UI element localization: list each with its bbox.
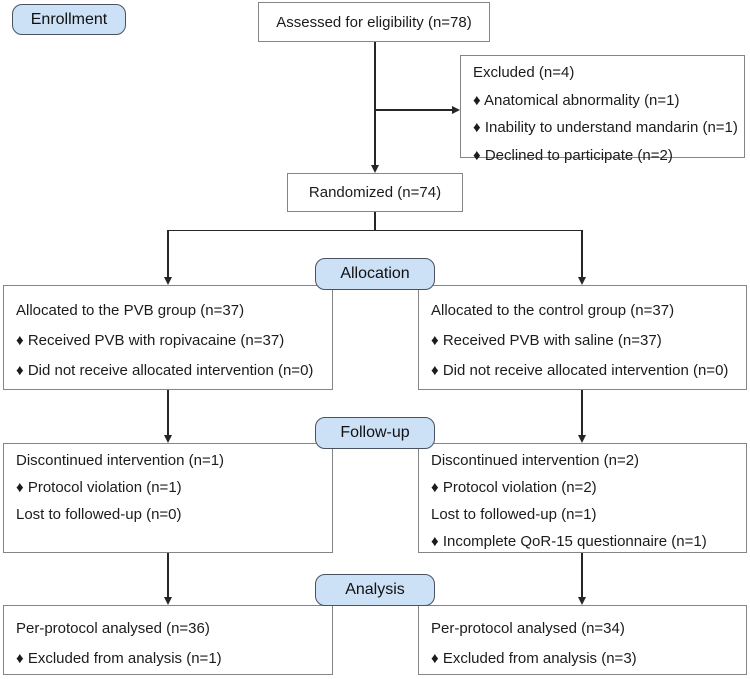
assessed-text: Assessed for eligibility (n=78) <box>276 13 472 31</box>
arrowhead-randomized <box>370 165 379 173</box>
connector-to-excluded <box>375 109 452 111</box>
pvb-allocation-line: Allocated to the PVB group (n=37) <box>16 302 245 319</box>
excluded-line: Excluded (n=4) <box>473 64 575 81</box>
stage-label-analysis: Analysis <box>315 574 435 606</box>
pvb-analysis-box: Per-protocol analysed (n=36) ♦ Excluded … <box>3 605 333 675</box>
pvb-followup-box: Discontinued intervention (n=1) ♦ Protoc… <box>3 443 333 553</box>
pvb-allocation-line: ♦ Received PVB with ropivacaine (n=37) <box>16 332 285 349</box>
pvb-analysis-line: ♦ Excluded from analysis (n=1) <box>16 650 222 667</box>
excluded-box: Excluded (n=4) ♦ Anatomical abnormality … <box>460 55 745 164</box>
pvb-allocation-line: ♦ Did not receive allocated intervention… <box>16 362 314 379</box>
randomized-text: Randomized (n=74) <box>308 184 442 201</box>
arrowhead-control-followup <box>577 435 586 443</box>
connector-pvb-to-followup <box>167 390 169 435</box>
control-allocation-line: Allocated to the control group (n=37) <box>431 302 675 319</box>
pvb-followup-line: Discontinued intervention (n=1) <box>16 452 225 469</box>
control-allocation-box: Allocated to the control group (n=37) ♦ … <box>418 285 747 390</box>
excluded-line: ♦ Inability to understand mandarin (n=1) <box>473 119 738 136</box>
connector-branch-to-pvb <box>167 230 169 277</box>
pvb-analysis-line: Per-protocol analysed (n=36) <box>16 620 210 637</box>
connector-branch-to-control <box>581 230 583 277</box>
control-followup-line: ♦ Incomplete QoR-15 questionnaire (n=1) <box>431 533 707 550</box>
stage-label-allocation: Allocation <box>315 258 435 290</box>
connector-branch-horizontal <box>167 229 583 232</box>
control-analysis-line: ♦ Excluded from analysis (n=3) <box>431 650 637 667</box>
randomized-box: Randomized (n=74) <box>287 173 463 212</box>
pvb-followup-line: Lost to followed-up (n=0) <box>16 506 182 523</box>
arrowhead-pvb-followup <box>163 435 172 443</box>
arrowhead-control-analysis <box>577 597 586 605</box>
assessed-for-eligibility-box: Assessed for eligibility (n=78) <box>258 2 490 42</box>
stage-label-enrollment: Enrollment <box>12 4 126 35</box>
arrowhead-control-allocation <box>577 277 586 285</box>
connector-control-to-followup <box>581 390 583 435</box>
pvb-followup-line: ♦ Protocol violation (n=1) <box>16 479 182 496</box>
arrowhead-pvb-analysis <box>163 597 172 605</box>
control-followup-line: Lost to followed-up (n=1) <box>431 506 597 523</box>
connector-randomized-stem <box>374 212 376 231</box>
arrowhead-excluded <box>452 105 460 114</box>
excluded-line: ♦ Declined to participate (n=2) <box>473 146 673 164</box>
control-analysis-box: Per-protocol analysed (n=34) ♦ Excluded … <box>418 605 747 675</box>
control-followup-line: Discontinued intervention (n=2) <box>431 452 640 469</box>
arrowhead-pvb-allocation <box>163 277 172 285</box>
excluded-line: ♦ Anatomical abnormality (n=1) <box>473 91 680 109</box>
control-followup-line: ♦ Protocol violation (n=2) <box>431 479 597 496</box>
control-allocation-line: ♦ Received PVB with saline (n=37) <box>431 332 662 349</box>
connector-assessed-to-randomized <box>374 42 376 167</box>
control-analysis-line: Per-protocol analysed (n=34) <box>431 620 625 637</box>
stage-label-follow-up: Follow-up <box>315 417 435 449</box>
connector-pvb-to-analysis <box>167 553 169 597</box>
connector-control-to-analysis <box>581 553 583 597</box>
pvb-allocation-box: Allocated to the PVB group (n=37) ♦ Rece… <box>3 285 333 390</box>
control-allocation-line: ♦ Did not receive allocated intervention… <box>431 362 729 379</box>
control-followup-box: Discontinued intervention (n=2) ♦ Protoc… <box>418 443 747 553</box>
